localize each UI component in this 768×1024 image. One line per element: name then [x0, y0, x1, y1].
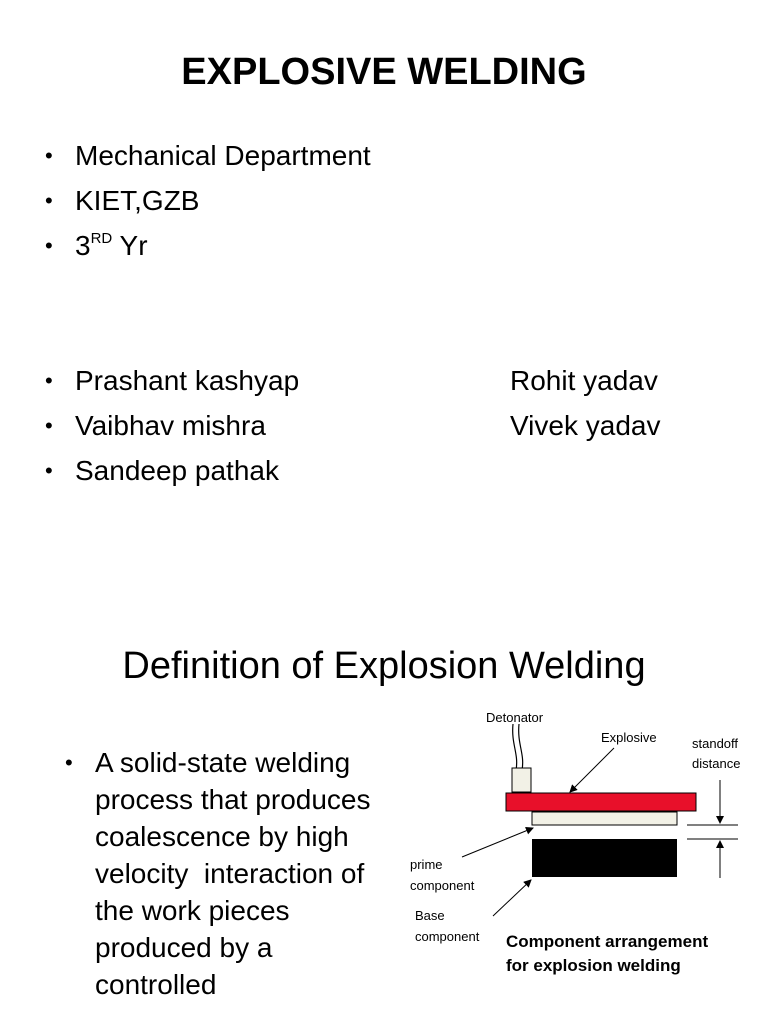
caption-line: for explosion welding	[506, 956, 681, 975]
list-item: • Mechanical Department	[45, 133, 371, 178]
prime-component-plate	[531, 811, 678, 826]
diagram-drawing	[461, 723, 738, 917]
year-suffix: Yr	[112, 230, 148, 261]
detonator-wire	[512, 723, 518, 771]
member-name: Rohit yadav	[510, 365, 658, 396]
standoff-label-line2: distance	[692, 756, 741, 771]
list-item: • 3RD Yr	[45, 223, 371, 268]
slide-title: EXPLOSIVE WELDING	[181, 51, 587, 93]
bullet-icon: •	[45, 143, 53, 168]
base-component-block	[532, 839, 677, 877]
institute-text: KIET,GZB	[75, 185, 200, 216]
base-label-line1: Base	[415, 908, 445, 923]
list-item: • Sandeep pathak	[45, 448, 299, 493]
detonator-label: Detonator	[486, 710, 544, 725]
explosive-arrow	[569, 747, 615, 793]
diagram-caption: Component arrangement for explosion weld…	[506, 930, 708, 978]
caption-line: Component arrangement	[506, 932, 709, 951]
bullet-icon: •	[45, 413, 53, 438]
welding-diagram: Detonator Explosive standoff distance pr…	[400, 700, 768, 1024]
prime-label-line1: prime	[410, 857, 443, 872]
list-item: Vivek yadav	[510, 403, 660, 448]
explosive-label: Explosive	[601, 730, 657, 745]
list-item: • Vaibhav mishra	[45, 403, 299, 448]
department-text: Mechanical Department	[75, 140, 371, 171]
detonator-wire	[518, 723, 524, 771]
year-superscript: RD	[90, 230, 113, 247]
title-slide: EXPLOSIVE WELDING • Mechanical Department…	[45, 51, 661, 493]
member-name: Vivek yadav	[510, 410, 661, 441]
list-item: • Prashant kashyap	[45, 358, 299, 403]
team-list-left: • Prashant kashyap • Vaibhav mishra • Sande…	[45, 358, 299, 493]
standoff-label-line1: standoff	[692, 736, 739, 751]
explosive-layer	[505, 792, 697, 812]
bullet-icon: •	[45, 233, 53, 258]
list-item: Rohit yadav	[510, 358, 660, 403]
bullet-icon: •	[45, 368, 53, 393]
team-list-right: Rohit yadav Vivek yadav	[510, 358, 660, 448]
prime-label-line2: component	[410, 878, 475, 893]
bullet-icon: •	[45, 188, 53, 213]
bullet-icon: •	[65, 750, 73, 775]
member-name: Prashant kashyap	[75, 365, 300, 396]
prime-arrow	[461, 826, 534, 858]
detonator-icon	[511, 767, 532, 793]
bullet-icon: •	[45, 458, 53, 483]
base-label-line2: component	[415, 929, 480, 944]
member-name: Vaibhav mishra	[75, 410, 266, 441]
slide-title: Definition of Explosion Welding	[122, 645, 646, 687]
year-number: 3	[75, 230, 91, 261]
definition-slide: Definition of Explosion Welding • A soli…	[0, 600, 768, 1024]
info-list: • Mechanical Department • KIET,GZB • 3RD Yr	[45, 133, 371, 268]
base-arrow	[492, 879, 532, 917]
definition-text: A solid-state welding process that produ…	[95, 747, 396, 1000]
list-item: • KIET,GZB	[45, 178, 371, 223]
member-name: Sandeep pathak	[75, 455, 279, 486]
